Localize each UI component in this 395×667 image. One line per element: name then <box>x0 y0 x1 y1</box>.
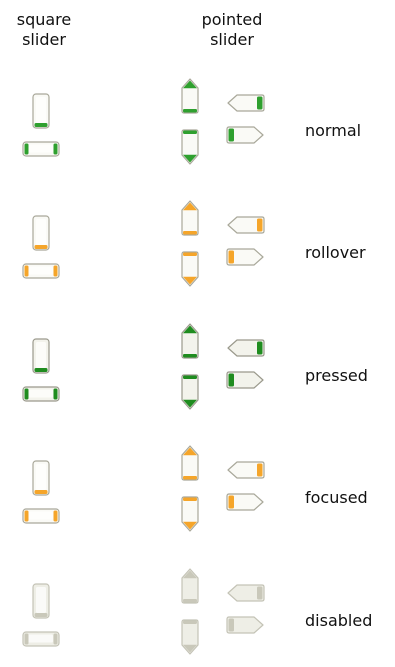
pointed-right-thumb-disabled[interactable] <box>226 616 264 634</box>
square-horizontal-thumb-rollover[interactable] <box>22 263 60 279</box>
pointed-down-thumb-pressed[interactable] <box>180 374 200 411</box>
square-slider-header-line-2: slider <box>22 30 66 49</box>
pointed-slider-header: pointed slider <box>176 10 288 50</box>
pointed-right-thumb-focused[interactable] <box>226 493 264 511</box>
state-label-focused: focused <box>305 488 368 507</box>
pointed-left-thumb-focused[interactable] <box>227 461 265 479</box>
pointed-right-thumb-pressed[interactable] <box>226 371 264 389</box>
square-vertical-thumb-rollover[interactable] <box>32 215 50 251</box>
pointed-right-thumb-rollover[interactable] <box>226 248 264 266</box>
pointed-slider-header-line-2: slider <box>210 30 254 49</box>
pointed-up-thumb-pressed[interactable] <box>180 323 200 359</box>
state-label-normal: normal <box>305 121 362 140</box>
square-slider-header-line-1: square <box>16 10 72 29</box>
pointed-down-thumb-normal[interactable] <box>180 129 200 166</box>
pointed-right-thumb-normal[interactable] <box>226 126 264 144</box>
square-horizontal-thumb-pressed[interactable] <box>22 386 60 402</box>
square-horizontal-thumb-focused[interactable] <box>22 508 60 524</box>
pointed-up-thumb-disabled[interactable] <box>180 568 200 604</box>
square-vertical-thumb-focused[interactable] <box>32 460 50 496</box>
square-horizontal-thumb-disabled[interactable] <box>22 631 60 647</box>
pointed-left-thumb-rollover[interactable] <box>227 216 265 234</box>
square-horizontal-thumb-normal[interactable] <box>22 141 60 157</box>
pointed-slider-header-line-1: pointed <box>201 10 263 29</box>
pointed-up-thumb-rollover[interactable] <box>180 200 200 236</box>
pointed-left-thumb-disabled[interactable] <box>227 584 265 602</box>
square-vertical-thumb-pressed[interactable] <box>32 338 50 374</box>
pointed-down-thumb-focused[interactable] <box>180 496 200 533</box>
pointed-left-thumb-normal[interactable] <box>227 94 265 112</box>
pointed-up-thumb-focused[interactable] <box>180 445 200 481</box>
pointed-left-thumb-pressed[interactable] <box>227 339 265 357</box>
square-slider-header: square slider <box>2 10 86 50</box>
pointed-down-thumb-disabled[interactable] <box>180 619 200 656</box>
square-vertical-thumb-normal[interactable] <box>32 93 50 129</box>
pointed-up-thumb-normal[interactable] <box>180 78 200 114</box>
square-vertical-thumb-disabled[interactable] <box>32 583 50 619</box>
state-label-rollover: rollover <box>305 243 366 262</box>
state-label-pressed: pressed <box>305 366 368 385</box>
pointed-down-thumb-rollover[interactable] <box>180 251 200 288</box>
state-label-disabled: disabled <box>305 611 373 630</box>
